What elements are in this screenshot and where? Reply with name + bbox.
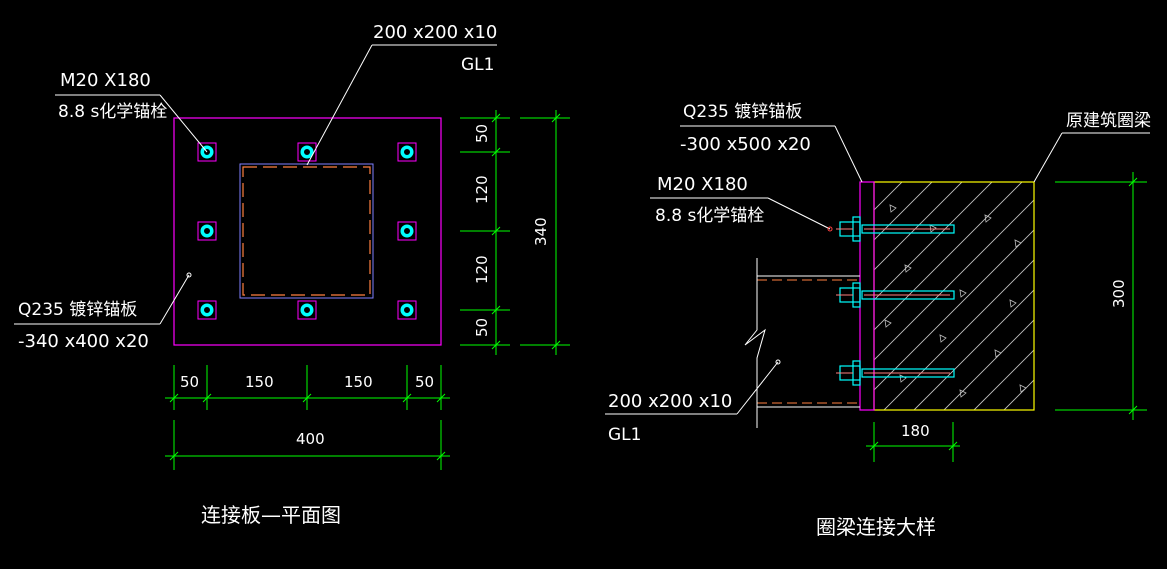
dim-bolt-spacing-2: 150 xyxy=(344,373,373,391)
column-id-label: GL1 xyxy=(461,55,494,75)
section-dimensions xyxy=(866,172,1147,462)
bolt-leader-dot xyxy=(827,226,833,232)
dim-beam-height: 300 xyxy=(1110,279,1128,308)
dim-vert-spacing-1: 120 xyxy=(473,175,491,204)
anchor-bolt-plan xyxy=(397,142,417,162)
dim-plate-edge-right: 50 xyxy=(415,373,434,391)
anchor-bolt-plan xyxy=(397,221,417,241)
bolt-leader-line xyxy=(159,94,208,153)
dim-bolt-spacing-1: 150 xyxy=(245,373,274,391)
column-section xyxy=(239,163,374,299)
plate-leader-dot xyxy=(186,272,192,278)
plate-size-label: -340 x400 x20 xyxy=(18,331,149,352)
beam-leader-line xyxy=(1033,132,1063,183)
anchor-plate-outline xyxy=(173,117,442,346)
column-id-label-right: GL1 xyxy=(608,425,641,445)
dim-beam-depth: 180 xyxy=(901,422,930,440)
bolt-spec-label-right: M20 X180 xyxy=(657,174,748,195)
plate-material-label: Q235 镀锌锚板 xyxy=(18,300,137,320)
bolt-grade-label: 8.8 s化学锚栓 xyxy=(58,102,167,122)
column-size-label: 200 x200 x10 xyxy=(373,22,497,43)
anchor-bolt-section xyxy=(836,282,955,308)
anchor-bolt-plan xyxy=(297,142,317,162)
anchor-bolt-section xyxy=(836,360,955,386)
anchor-bolt-plan xyxy=(397,300,417,320)
column-leader-dot xyxy=(775,359,781,365)
plate-size-label-right: -300 x500 x20 xyxy=(680,134,811,155)
bolt-grid xyxy=(197,142,417,320)
bolt-spec-label: M20 X180 xyxy=(60,70,151,91)
anchor-bolt-plan xyxy=(197,300,217,320)
section-view-title: 圈梁连接大样 xyxy=(816,515,936,539)
section-view: Q235 镀锌锚板 -300 x500 x20 原建筑圈梁 M20 X180 8… xyxy=(605,102,1151,539)
plate-leader-line xyxy=(159,274,190,325)
plan-view-title: 连接板—平面图 xyxy=(201,503,341,527)
column-leader-line-right xyxy=(736,361,779,415)
bolt-grade-label-right: 8.8 s化学锚栓 xyxy=(655,206,764,226)
dim-vert-edge-top: 50 xyxy=(473,124,491,143)
plate-material-label-right: Q235 镀锌锚板 xyxy=(683,102,802,122)
plan-view: M20 X180 8.8 s化学锚栓 200 x200 x10 GL1 Q235… xyxy=(14,22,570,527)
anchor-bolts xyxy=(836,216,955,386)
dim-vert-edge-bottom: 50 xyxy=(473,318,491,337)
column-inner-outline xyxy=(242,166,371,296)
anchor-bolt-plan xyxy=(297,300,317,320)
ring-beam-label: 原建筑圈梁 xyxy=(1066,111,1151,131)
bolt-leader-line-right xyxy=(767,197,831,230)
horizontal-dimensions xyxy=(165,365,450,470)
vertical-dimensions xyxy=(460,110,570,355)
concrete-hatch xyxy=(874,182,1034,410)
plate-leader-line-right xyxy=(834,125,863,183)
column-outer-outline xyxy=(239,163,374,299)
steel-column-section xyxy=(744,258,860,428)
anchor-bolt-section xyxy=(836,216,955,242)
dim-plate-height-total: 340 xyxy=(532,217,550,246)
dim-vert-spacing-2: 120 xyxy=(473,255,491,284)
column-leader-line xyxy=(306,44,373,166)
dim-plate-edge-left: 50 xyxy=(180,373,199,391)
anchor-bolt-plan xyxy=(197,221,217,241)
dim-plate-width-total: 400 xyxy=(296,430,325,448)
column-size-label-right: 200 x200 x10 xyxy=(608,391,732,412)
